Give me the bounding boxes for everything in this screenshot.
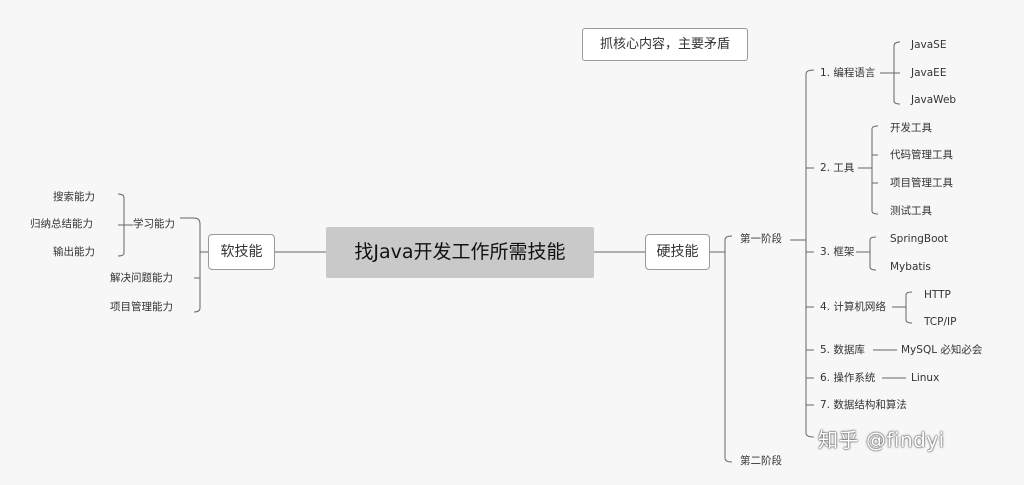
- item-javaweb: JavaWeb: [911, 94, 957, 106]
- brace-topic3: [856, 236, 877, 271]
- item-testing-tools: 测试工具: [890, 205, 932, 217]
- center-topic-text: 找Java开发工作所需技能: [354, 241, 566, 263]
- brace-topic4: [892, 291, 913, 324]
- topic-programming-language: 1. 编程语言: [820, 67, 876, 79]
- center-topic: 找Java开发工作所需技能: [326, 227, 594, 278]
- soft-skills-box: 软技能: [208, 234, 275, 270]
- problem-solving-label: 解决问题能力: [110, 272, 173, 284]
- hard-skills-box: 硬技能: [645, 234, 710, 270]
- learning-ability-label: 学习能力: [133, 218, 175, 230]
- project-management-label: 项目管理能力: [110, 301, 173, 313]
- soft-skills-label: 软技能: [220, 244, 263, 260]
- topic-frameworks: 3. 框架: [820, 246, 855, 258]
- summary-ability-label: 归纳总结能力: [30, 218, 93, 230]
- brace-topic2: [858, 125, 879, 215]
- topic-operating-system: 6. 操作系统: [820, 372, 876, 384]
- brace-learning: [117, 193, 133, 257]
- topic-database: 5. 数据库: [820, 344, 865, 356]
- brace-stage1: [790, 69, 815, 438]
- output-ability-label: 输出能力: [53, 246, 95, 258]
- hard-skills-label: 硬技能: [656, 244, 699, 260]
- note-text: 抓核心内容，主要矛盾: [599, 37, 730, 52]
- note-box: 抓核心内容，主要矛盾: [582, 28, 748, 61]
- brace-topic1: [880, 41, 901, 105]
- brace-soft: [193, 217, 208, 313]
- item-javase: JavaSE: [911, 39, 947, 51]
- zhihu-watermark: 知乎 @findyi: [818, 428, 945, 452]
- topic-computer-networks: 4. 计算机网络: [820, 301, 886, 313]
- brace-hard: [710, 235, 733, 463]
- item-mysql: MySQL 必知必会: [901, 344, 983, 356]
- item-project-management-tools: 项目管理工具: [890, 177, 953, 189]
- item-javaee: JavaEE: [911, 67, 947, 79]
- item-code-management-tools: 代码管理工具: [890, 149, 953, 161]
- search-ability-label: 搜索能力: [53, 191, 95, 203]
- item-tcp-ip: TCP/IP: [924, 316, 957, 328]
- item-linux: Linux: [911, 372, 940, 384]
- stage-one-label: 第一阶段: [740, 233, 782, 245]
- item-dev-tools: 开发工具: [890, 122, 932, 134]
- topic-data-structures-algorithms: 7. 数据结构和算法: [820, 399, 907, 411]
- item-springboot: SpringBoot: [890, 233, 949, 245]
- stage-two-label: 第二阶段: [740, 455, 782, 467]
- item-mybatis: Mybatis: [890, 261, 931, 273]
- topic-tools: 2. 工具: [820, 162, 855, 174]
- item-http: HTTP: [924, 289, 951, 301]
